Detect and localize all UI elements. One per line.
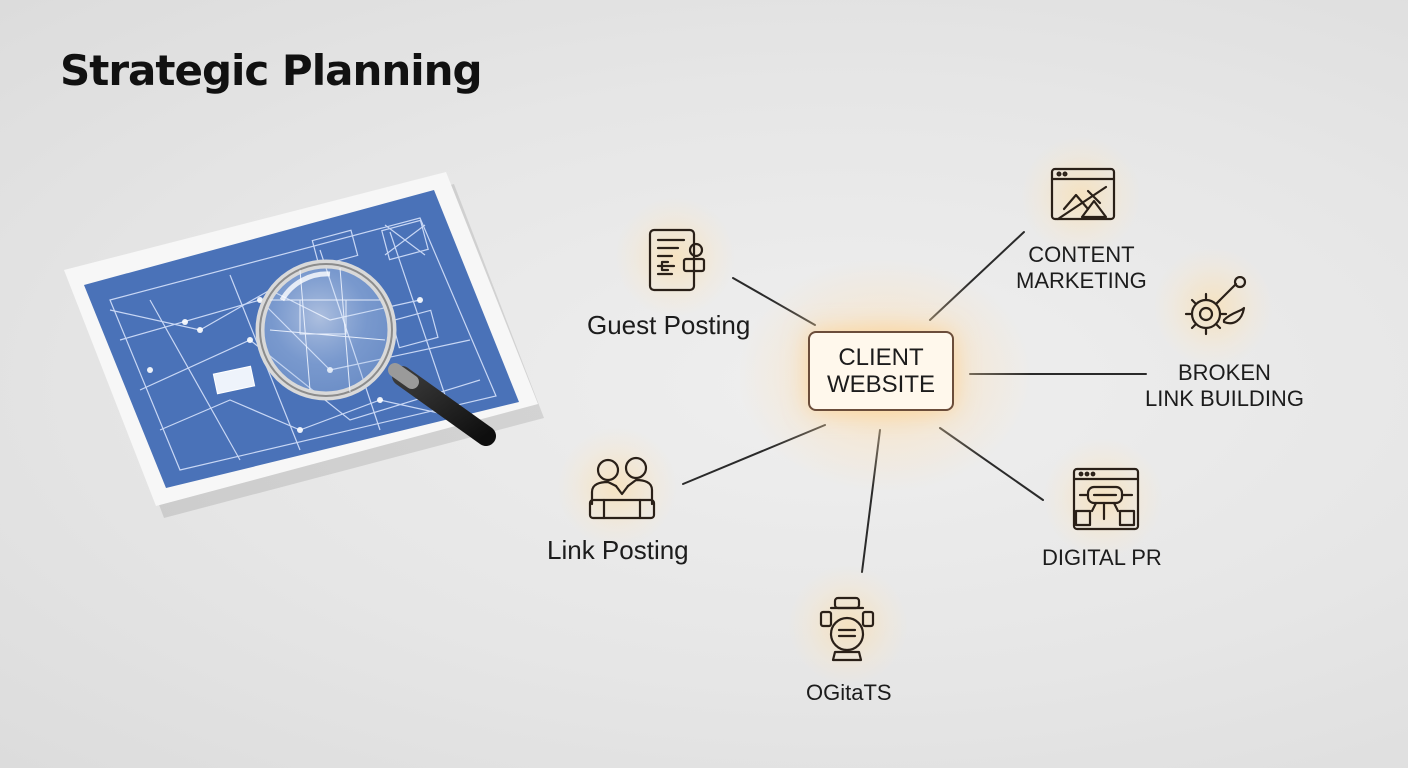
guest-posting-label: Guest Posting [587,310,751,340]
content-marketing-label-line1: CONTENT [1028,242,1135,267]
ogitats-label: OGitaTS [806,680,892,705]
blueprint-label-box [212,365,256,395]
hub-label-line1: CLIENT [838,344,924,371]
browser-tools-icon [1022,137,1140,255]
gear-wrench-icon [1154,248,1272,366]
browser-network-icon [1044,439,1162,557]
content-marketing-label-line2: MARKETING [1016,268,1147,293]
broken-link-building-label-line1: BROKEN [1178,360,1271,385]
content-marketing-label: CONTENT MARKETING [1016,242,1147,294]
blueprint-with-magnifying-glass-illustration [64,172,544,518]
document-flow-icon [616,198,734,316]
page-title: Strategic Planning [60,46,483,95]
link-posting-label: Link Posting [547,535,689,565]
robot-head-icon [789,566,907,684]
digital-pr-label: DIGITAL PR [1042,545,1162,570]
client-website-node[interactable]: CLIENT WEBSITE [808,331,954,411]
hub-label-line2: WEBSITE [826,371,935,398]
people-collaboration-icon [558,428,676,546]
broken-link-building-label-line2: LINK BUILDING [1145,386,1304,411]
broken-link-building-label: BROKEN LINK BUILDING [1145,360,1304,412]
